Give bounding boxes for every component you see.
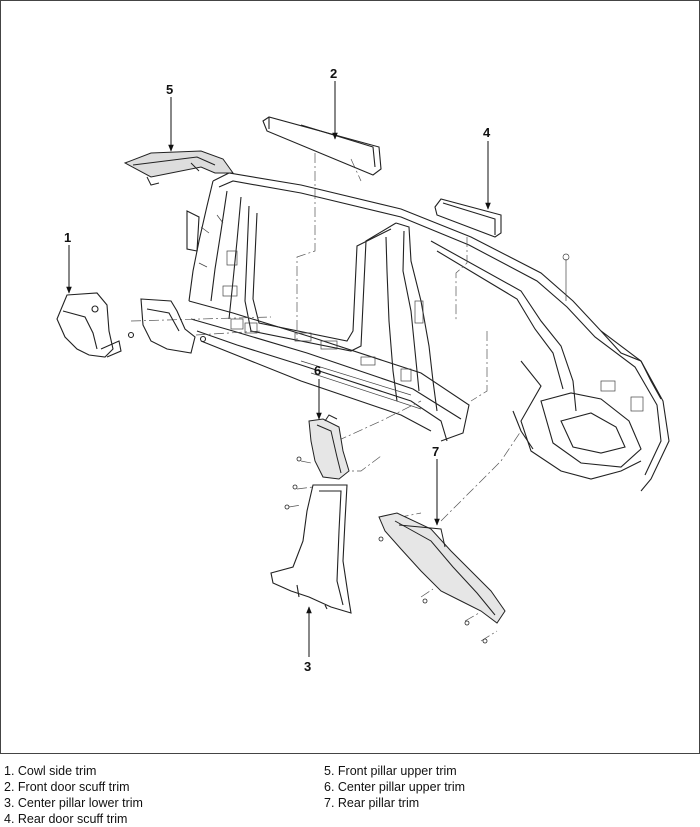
callout-1: 1: [64, 230, 71, 245]
callout-3: 3: [304, 659, 311, 674]
legend-column-left: 1. Cowl side trim 2. Front door scuff tr…: [4, 763, 143, 827]
legend-item-3: 3. Center pillar lower trim: [4, 796, 143, 810]
rear-door-scuff-trim-part: [434, 198, 502, 238]
body-side-frame: [186, 172, 670, 492]
legend-column-right: 5. Front pillar upper trim 6. Center pil…: [324, 763, 465, 811]
fasteners: [284, 456, 488, 644]
front-pillar-upper-trim-part: [123, 150, 234, 186]
legend-item-2: 2. Front door scuff trim: [4, 780, 130, 794]
callout-2: 2: [330, 66, 337, 81]
exploded-view-drawing: 2 5 4 1 6 7 3: [56, 66, 670, 674]
legend-item-4: 4. Rear door scuff trim: [4, 812, 128, 826]
front-door-scuff-trim-part: [262, 116, 382, 176]
legend-item-6: 6. Center pillar upper trim: [324, 780, 466, 794]
callout-4: 4: [483, 125, 491, 140]
callout-5: 5: [166, 82, 173, 97]
frame-details: [198, 214, 644, 412]
center-pillar-lower-trim-part: [270, 484, 352, 614]
diagram-frame: 2 5 4 1 6 7 3: [0, 0, 700, 754]
callout-7: 7: [432, 444, 439, 459]
front-door-scuff-piece: [127, 298, 207, 354]
legend-item-7: 7. Rear pillar trim: [324, 796, 420, 810]
callout-6: 6: [314, 363, 321, 378]
cowl-side-trim-part: [56, 292, 122, 358]
center-pillar-upper-trim-part: [308, 414, 350, 480]
legend-item-1: 1. Cowl side trim: [4, 764, 97, 778]
parts-legend: 1. Cowl side trim 2. Front door scuff tr…: [0, 760, 700, 826]
rear-pillar-trim-part: [378, 512, 506, 624]
callout-arrows: [66, 81, 491, 657]
legend-item-5: 5. Front pillar upper trim: [324, 764, 457, 778]
